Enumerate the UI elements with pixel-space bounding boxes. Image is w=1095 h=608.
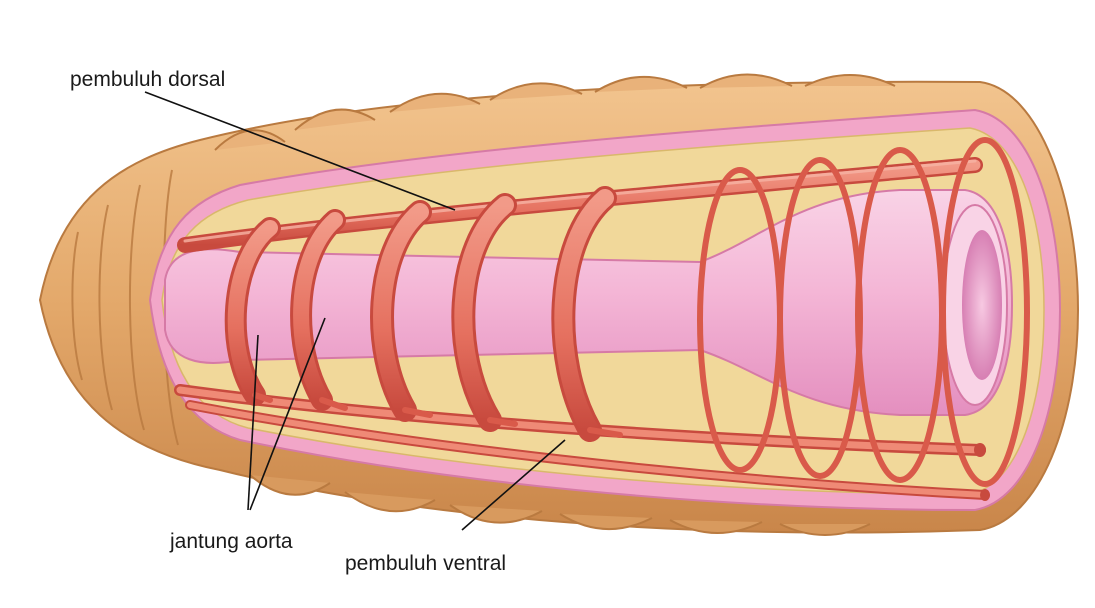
aorta-leader-1 (247, 334, 259, 511)
ventral-leader (461, 439, 566, 531)
ventral-vessels (174, 384, 990, 501)
label-dorsal-vessel: pembuluh dorsal (70, 68, 225, 91)
aortic-arch (551, 186, 617, 442)
leader-lines (144, 91, 566, 531)
aortic-arch (290, 209, 346, 411)
dorsal-leader (144, 91, 456, 211)
intestine (164, 189, 1014, 416)
aortic-arch (370, 200, 432, 422)
aortic-arch (451, 193, 517, 432)
aorta-leader-2 (249, 317, 326, 511)
dorsal-vessel (177, 157, 983, 253)
lateral-ring-vessels (697, 137, 1030, 487)
aortic-arch (224, 217, 281, 406)
label-ventral-vessel: pembuluh ventral (345, 552, 506, 575)
label-aortic-heart: jantung aorta (169, 530, 293, 553)
aortic-arches (224, 186, 623, 442)
